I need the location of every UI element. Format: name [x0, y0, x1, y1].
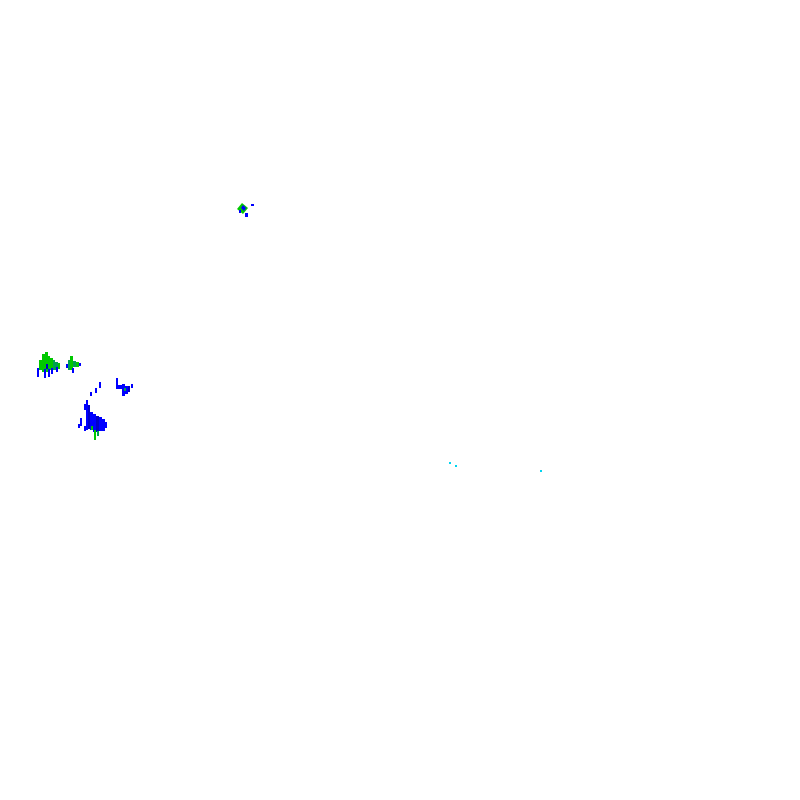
echo-cluster-west-2	[66, 356, 81, 373]
echo-cell	[58, 363, 60, 369]
echo-cell	[66, 364, 68, 368]
echo-cell	[99, 382, 101, 388]
echo-cell	[131, 384, 133, 388]
echo-cell	[86, 400, 88, 430]
echo-cell	[80, 418, 82, 426]
echo-cell	[245, 213, 248, 217]
echo-cell	[79, 363, 81, 366]
echo-cell	[124, 388, 126, 391]
echo-cell	[239, 210, 241, 213]
echo-cell	[70, 356, 73, 370]
echo-cell	[84, 404, 86, 410]
echo-cell	[122, 384, 125, 396]
echo-cell	[56, 367, 58, 372]
echo-cell	[68, 360, 70, 370]
echo-cell	[73, 361, 76, 367]
echo-cell	[51, 368, 53, 374]
echo-cell	[105, 422, 107, 428]
echo-cell	[116, 378, 118, 389]
echo-cell	[97, 431, 99, 436]
echo-cell	[72, 368, 74, 373]
echo-cell	[48, 356, 50, 370]
echo-cell	[241, 205, 246, 211]
echo-cell	[540, 470, 542, 472]
echo-cell	[88, 405, 90, 429]
echo-cell	[449, 462, 451, 464]
echo-cell	[102, 419, 105, 431]
echo-cluster-east	[449, 462, 542, 472]
echo-cell	[94, 430, 96, 440]
echo-cell	[53, 360, 55, 370]
echo-cell	[90, 412, 93, 430]
echo-cell	[125, 386, 128, 394]
echo-cell	[95, 388, 97, 393]
echo-cell	[39, 360, 42, 370]
echo-cell	[93, 414, 96, 432]
echo-cell	[91, 426, 93, 430]
echo-cluster-west	[37, 352, 60, 378]
echo-cell	[46, 364, 48, 369]
echo-cell	[37, 368, 39, 377]
echo-cell	[55, 362, 58, 370]
echo-cell	[84, 426, 86, 431]
echo-cell	[118, 385, 122, 389]
echo-cell	[455, 465, 457, 467]
echo-cell	[90, 392, 92, 396]
echo-cell	[45, 352, 48, 372]
echo-cluster-north	[237, 203, 254, 217]
echo-cell	[44, 369, 46, 378]
echo-cell	[78, 424, 80, 428]
echo-cell	[76, 362, 79, 367]
echo-cell	[96, 416, 99, 432]
echo-cluster-central-west	[90, 378, 133, 396]
echo-cell	[251, 204, 254, 206]
echo-cell	[48, 369, 50, 377]
echo-cell	[128, 386, 130, 392]
echo-cell	[42, 354, 45, 372]
echo-cell	[99, 417, 102, 431]
echo-cell	[50, 358, 53, 370]
echo-cluster-southwest	[78, 400, 107, 440]
